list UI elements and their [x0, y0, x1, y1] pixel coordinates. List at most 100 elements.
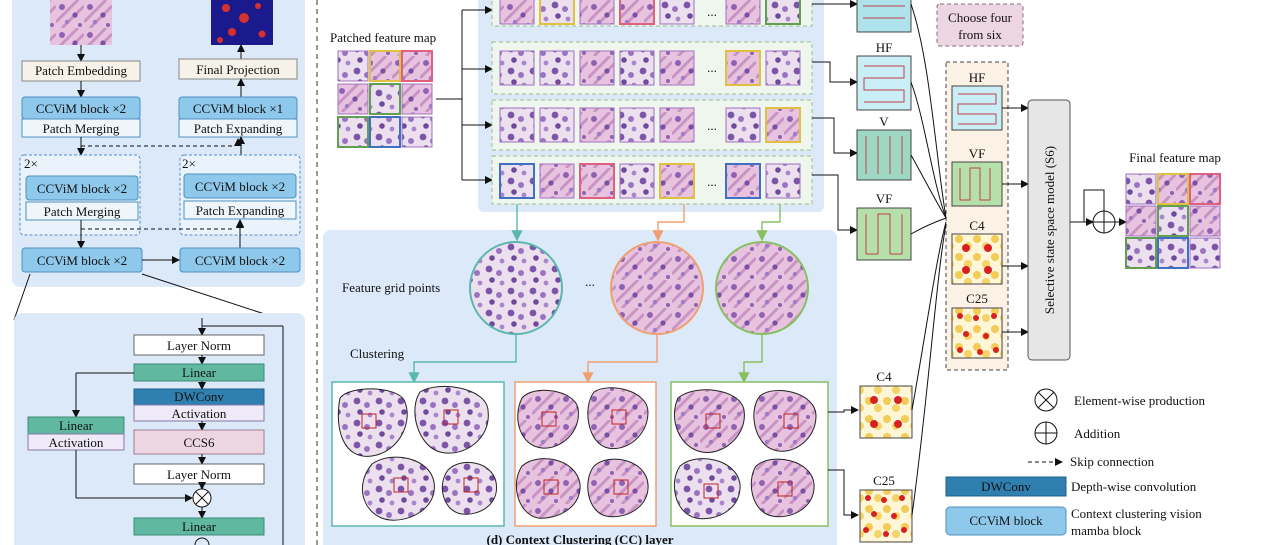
- activation-1-box: [133, 404, 265, 422]
- add-icon-partial: [194, 537, 210, 545]
- legend-multiply-icon: [1034, 388, 1058, 412]
- sel-c25-label: C25: [966, 291, 988, 306]
- grid-label: Feature grid points: [342, 280, 440, 295]
- legend-ccvim-box-label: CCViM block: [969, 513, 1043, 528]
- expand2-label: Patch Expanding: [196, 203, 285, 218]
- final-feature-map: [1125, 173, 1221, 269]
- sel-hf-thumb: [951, 85, 1003, 131]
- layer-norm-2: Layer Norm: [167, 467, 231, 482]
- choose-line-1: Choose four: [948, 10, 1013, 25]
- dec2-label: CCViM block ×2: [195, 179, 285, 194]
- grid-circle-2: [610, 241, 704, 335]
- scan-row-2: ...: [491, 41, 813, 95]
- scan-thumb-v: [856, 129, 912, 181]
- cluster-box-1: [331, 381, 505, 527]
- s6-label: Selective state space model (S6): [1042, 146, 1057, 314]
- grid-circle-1: [469, 241, 563, 335]
- patched-label: Patched feature map: [330, 30, 436, 45]
- clustering-label: Clustering: [350, 346, 405, 361]
- ccs6: CCS6: [183, 435, 215, 450]
- scan-hf-label: HF: [876, 40, 893, 55]
- linear-2-box: [133, 517, 265, 536]
- expand1-label: Patch Expanding: [194, 121, 283, 136]
- patch-embedding: Patch Embedding: [35, 63, 128, 78]
- layer-norm-1-box: [133, 334, 265, 356]
- bottleneck-right-box: [179, 247, 301, 273]
- scan-vf-label: VF: [876, 191, 893, 206]
- choose-line-2: from six: [958, 27, 1002, 42]
- sel-hf-label: HF: [969, 70, 986, 85]
- linear-1: Linear: [182, 365, 217, 380]
- sel-c4-thumb: [951, 233, 1003, 285]
- legend-skip: Skip connection: [1070, 454, 1155, 469]
- legend-dwconv-box-label: DWConv: [981, 479, 1031, 494]
- multiply-icon: [192, 488, 212, 508]
- bottleneck-right-label: CCViM block ×2: [195, 253, 285, 268]
- sel-c4-label: C4: [969, 218, 985, 233]
- scan-row-3: ...: [491, 99, 813, 151]
- addition-icon: [1092, 210, 1116, 234]
- legend-dwconv-box: [945, 476, 1067, 497]
- row1-ellipsis: ...: [707, 4, 717, 19]
- grid-circle-3: [715, 241, 809, 335]
- row4-ellipsis: ...: [707, 174, 717, 189]
- enc2-box: [25, 175, 139, 201]
- scan-row-4: ...: [491, 155, 813, 205]
- scan-thumb-top: [856, 0, 912, 33]
- repeat-right: 2×: [182, 156, 196, 171]
- legend-ccvim-box: [945, 506, 1067, 536]
- merge2-box: [25, 201, 139, 221]
- input-image: [50, 0, 112, 45]
- dwconv: DWConv: [174, 389, 224, 404]
- sel-vf-label: VF: [969, 146, 986, 161]
- scan-thumb-c4: [859, 385, 913, 439]
- enc1-label: CCViM block ×2: [36, 101, 126, 116]
- repeat-left: 2×: [24, 156, 38, 171]
- layer-norm-1: Layer Norm: [167, 338, 231, 353]
- scan-row-1: ...: [491, 0, 813, 27]
- sel-vf-thumb: [951, 161, 1003, 207]
- scan-c4-label: C4: [876, 369, 892, 384]
- legend-element-wise: Element-wise production: [1074, 393, 1206, 408]
- residual-line: [1083, 189, 1105, 222]
- ccvim-block-panel: Layer Norm Linear DWConv Activation CCS6…: [14, 313, 305, 545]
- row2-ellipsis: ...: [707, 60, 717, 75]
- legend-addition: Addition: [1074, 426, 1121, 441]
- ccs6-box: [133, 429, 265, 455]
- legend-ccvim-text-2: mamba block: [1071, 523, 1142, 538]
- scan-c25-label: C25: [873, 473, 895, 488]
- scan-thumb-vf: [856, 207, 912, 261]
- legend: Element-wise production Addition Skip co…: [945, 388, 1206, 538]
- patched-feature-map: [337, 50, 433, 148]
- scan-thumb-hf: [856, 55, 912, 111]
- selection-section: Choose four from six HF VF C4 C25: [910, 3, 1221, 516]
- merge2-label: Patch Merging: [44, 204, 121, 219]
- cluster-box-2: [514, 381, 657, 527]
- choose-box: [936, 3, 1024, 47]
- enc2-label: CCViM block ×2: [37, 181, 127, 196]
- linear-2: Linear: [182, 519, 217, 534]
- cc-title: (d) Context Clustering (CC) layer: [486, 532, 673, 545]
- final-label: Final feature map: [1129, 150, 1221, 165]
- activation-1: Activation: [172, 406, 227, 421]
- unet-panel: Patch Embedding Final Projection CCViM b…: [12, 0, 305, 321]
- scan-thumb-c25: [859, 489, 913, 543]
- cluster-box-3: [670, 381, 829, 527]
- scan-section: Patched feature map ...: [330, 0, 913, 543]
- activation-side: Activation: [49, 435, 104, 450]
- grid-ellipsis: ...: [585, 274, 595, 289]
- final-projection: Final Projection: [196, 62, 280, 77]
- dec1-label: CCViM block ×1: [193, 101, 283, 116]
- output-mask: [211, 0, 273, 45]
- legend-dwconv-text: Depth-wise convolution: [1071, 479, 1197, 494]
- legend-ccvim-text-1: Context clustering vision: [1071, 506, 1202, 521]
- dec2-box: [183, 173, 297, 199]
- scan-v-label: V: [879, 114, 889, 129]
- sel-c25-thumb: [951, 307, 1003, 359]
- bottleneck-left-label: CCViM block ×2: [37, 253, 127, 268]
- linear-side: Linear: [59, 418, 94, 433]
- row3-ellipsis: ...: [707, 118, 717, 133]
- merge1-label: Patch Merging: [43, 121, 120, 136]
- s6-box: [1027, 99, 1071, 361]
